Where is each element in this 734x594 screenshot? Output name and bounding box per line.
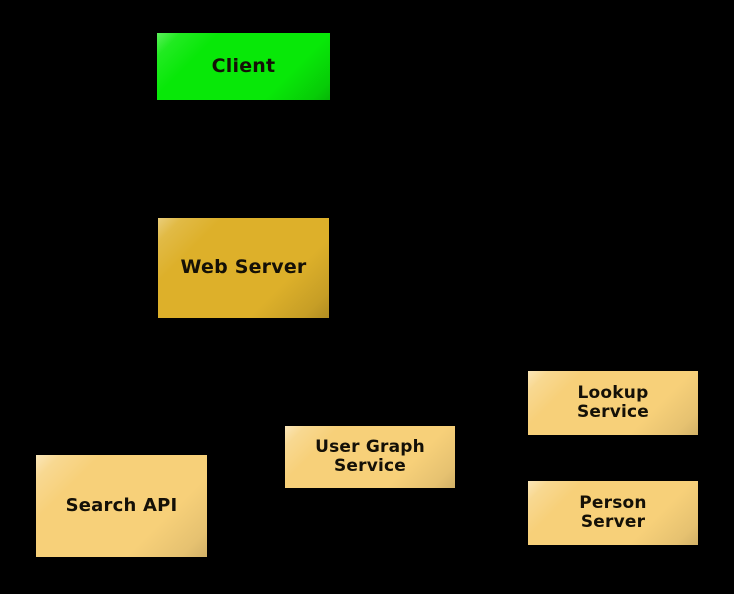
node-label-person-server: Person Server: [579, 492, 647, 532]
node-label-lookup-service: Lookup Service: [576, 382, 650, 422]
node-label-search-api: Search API: [65, 494, 178, 516]
node-label-web-server: Web Server: [180, 256, 307, 279]
node-lookup-service[interactable]: Lookup Service: [528, 371, 698, 435]
node-label-user-graph-service: User Graph Service: [315, 436, 425, 476]
node-web-server[interactable]: Web Server: [158, 218, 329, 318]
node-client[interactable]: Client: [157, 33, 330, 100]
node-user-graph-service[interactable]: User Graph Service: [285, 426, 455, 488]
node-person-server[interactable]: Person Server: [528, 481, 698, 545]
node-label-client: Client: [211, 54, 276, 77]
node-search-api[interactable]: Search API: [36, 455, 207, 557]
